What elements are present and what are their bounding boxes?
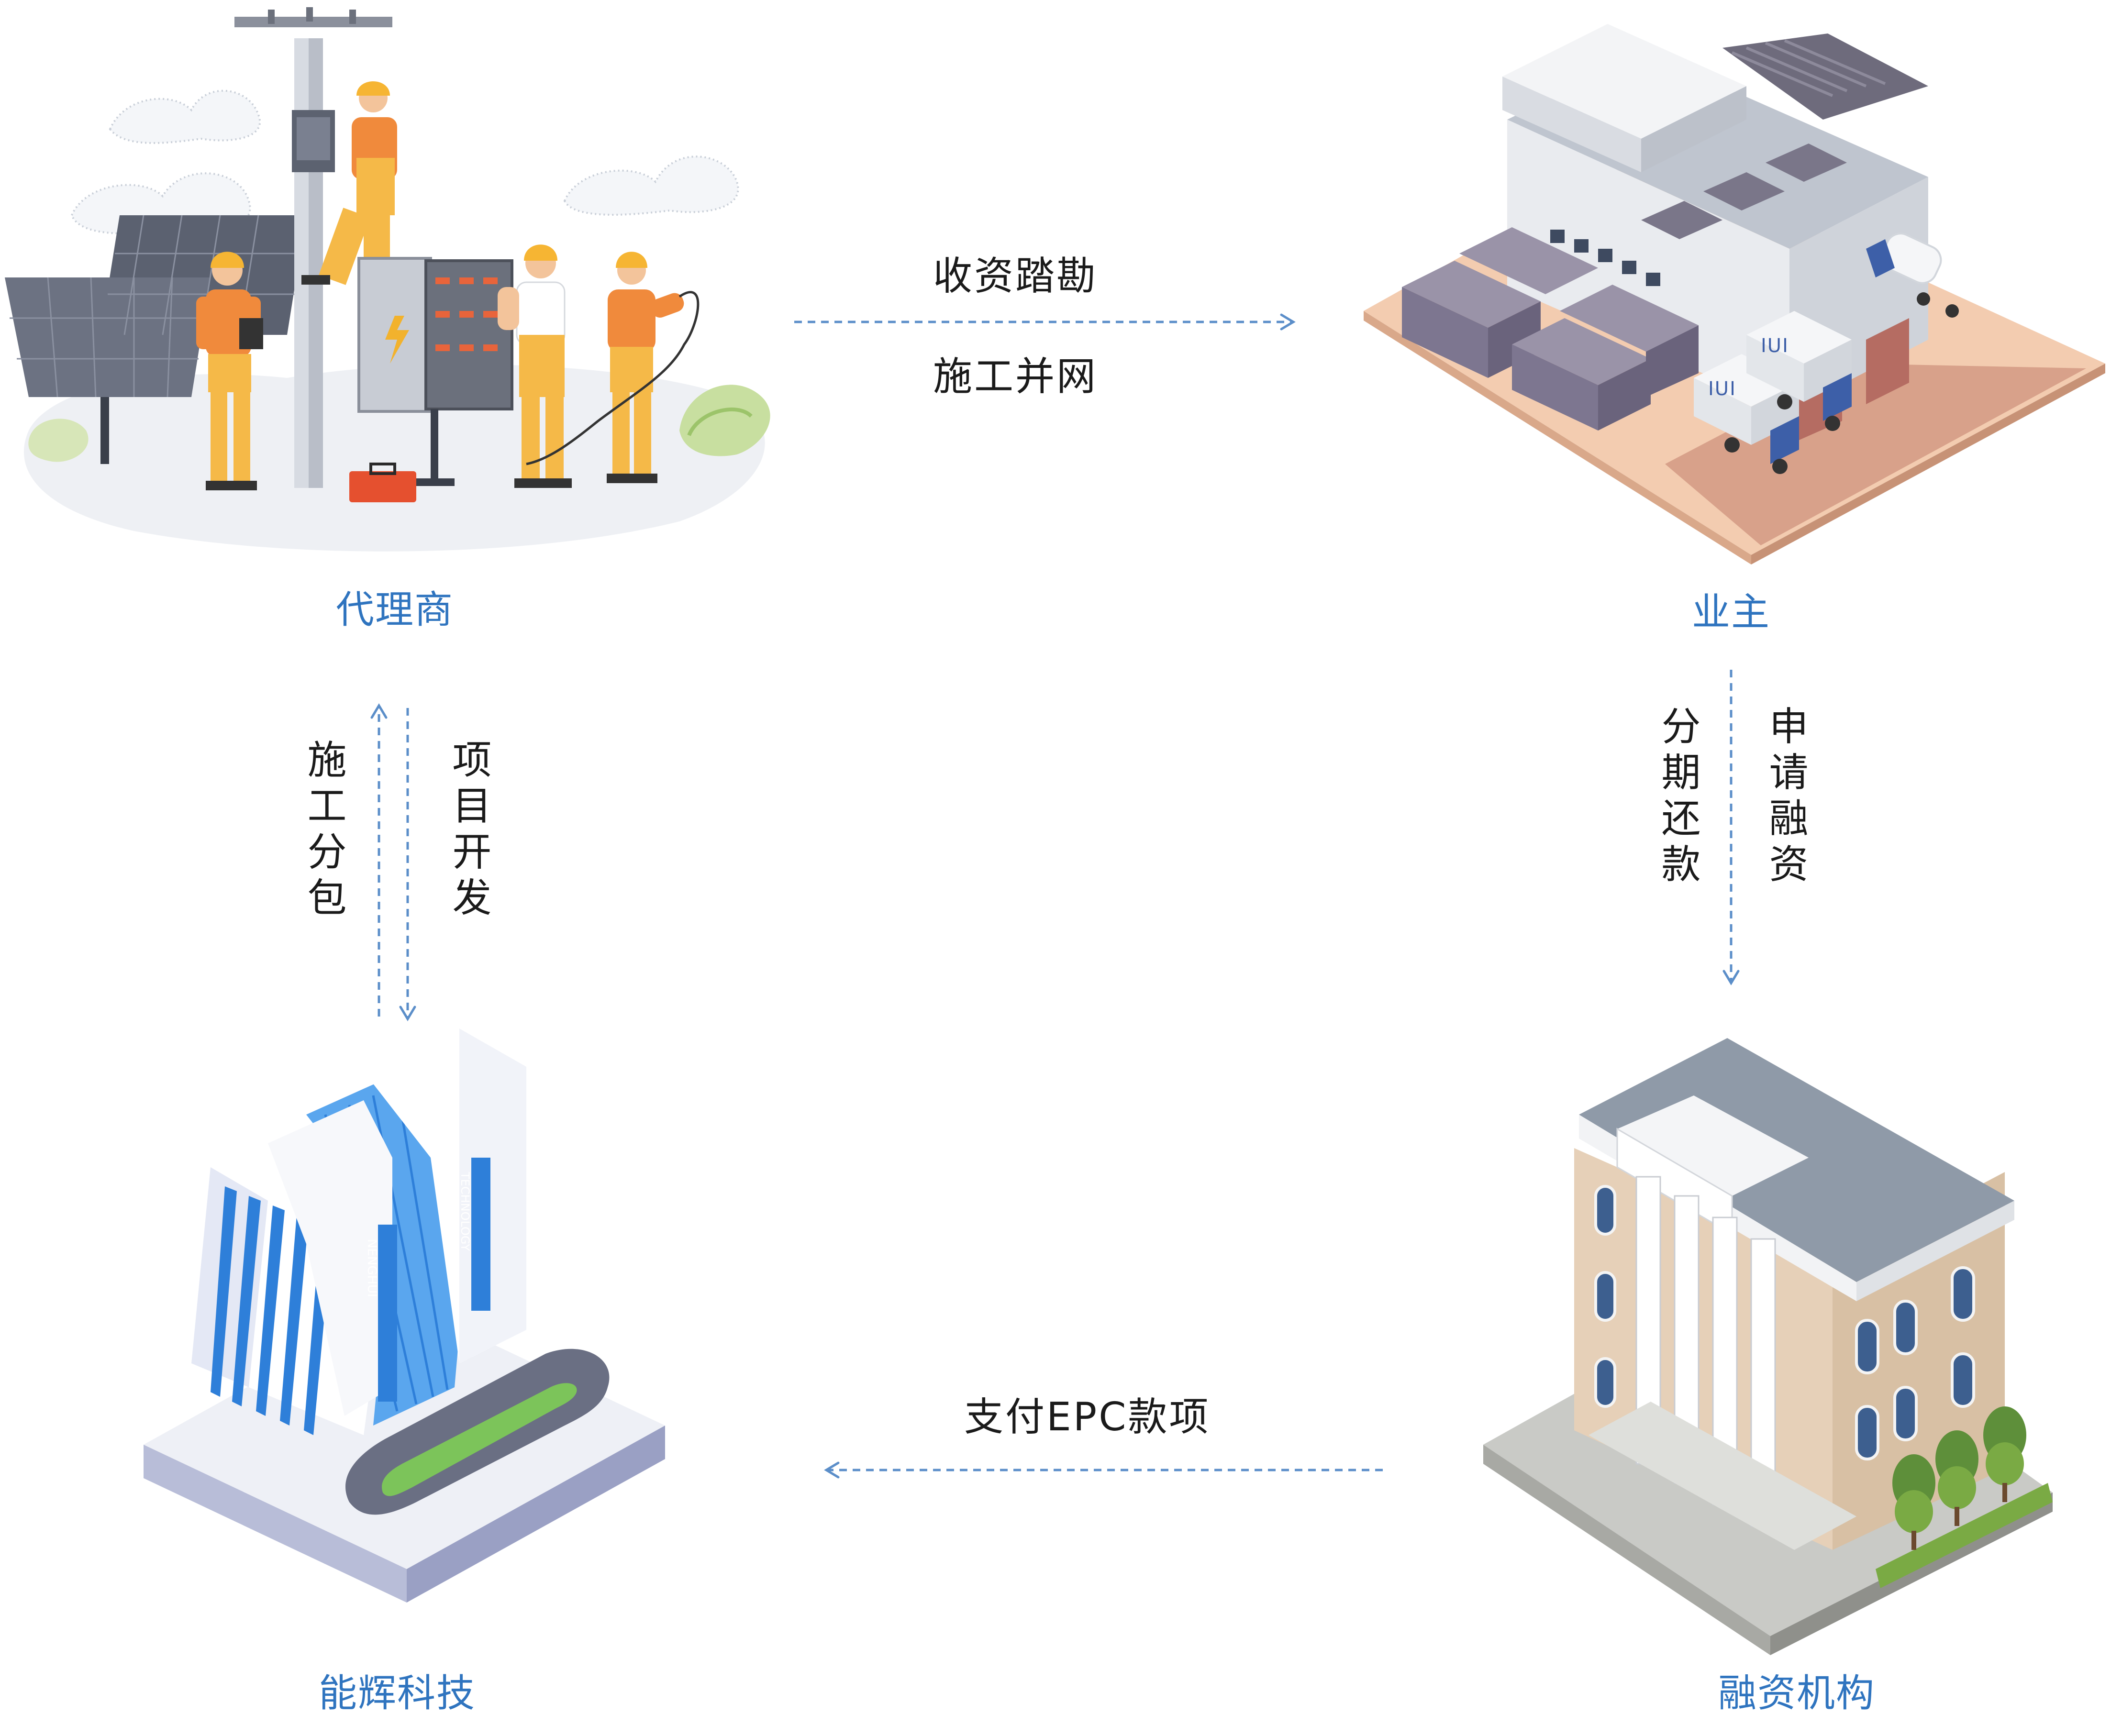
company-building-text-2-label: TECHNOLOGY [458, 1172, 472, 1251]
arrowhead-agent [370, 703, 388, 719]
truck-logo-1: IUI [1708, 378, 1736, 400]
flow-subcontract-label: 施工分包 [300, 739, 346, 923]
flow-construction-text: 施工并网 [933, 354, 1098, 399]
owner-label: 业主 [1692, 590, 1770, 634]
arrowhead-company-bottom [824, 1461, 840, 1479]
arrowhead-company [399, 1006, 416, 1021]
agent-label: 代理商 [336, 587, 454, 632]
flow-installment-label: 分期还款 [1655, 706, 1700, 889]
arrowhead-finance [1722, 970, 1740, 985]
truck-logo-2: IUI [1761, 335, 1789, 357]
flow-apply-finance-label: 申请融资 [1762, 706, 1808, 889]
flow-project-dev-text: 项目开发 [444, 739, 492, 923]
company-building-text-1: NENGHUI [364, 1239, 411, 1297]
flow-project-dev-label: 项目开发 [445, 739, 491, 923]
flow-installment-text: 分期还款 [1653, 706, 1701, 889]
finance-label: 融资机构 [1718, 1671, 1875, 1715]
flow-apply-finance-text: 申请融资 [1761, 706, 1809, 889]
company-label: 能辉科技 [319, 1671, 476, 1715]
flow-subcontract-text: 施工分包 [299, 739, 347, 923]
flow-epc-payment-text: 支付EPC款项 [964, 1394, 1211, 1440]
company-building-text-1-label: NENGHUI [365, 1239, 379, 1297]
flow-survey-text: 收资踏勘 [933, 254, 1098, 299]
arrowhead-owner [1280, 313, 1296, 331]
company-building-text-2: TECHNOLOGY [457, 1172, 505, 1251]
